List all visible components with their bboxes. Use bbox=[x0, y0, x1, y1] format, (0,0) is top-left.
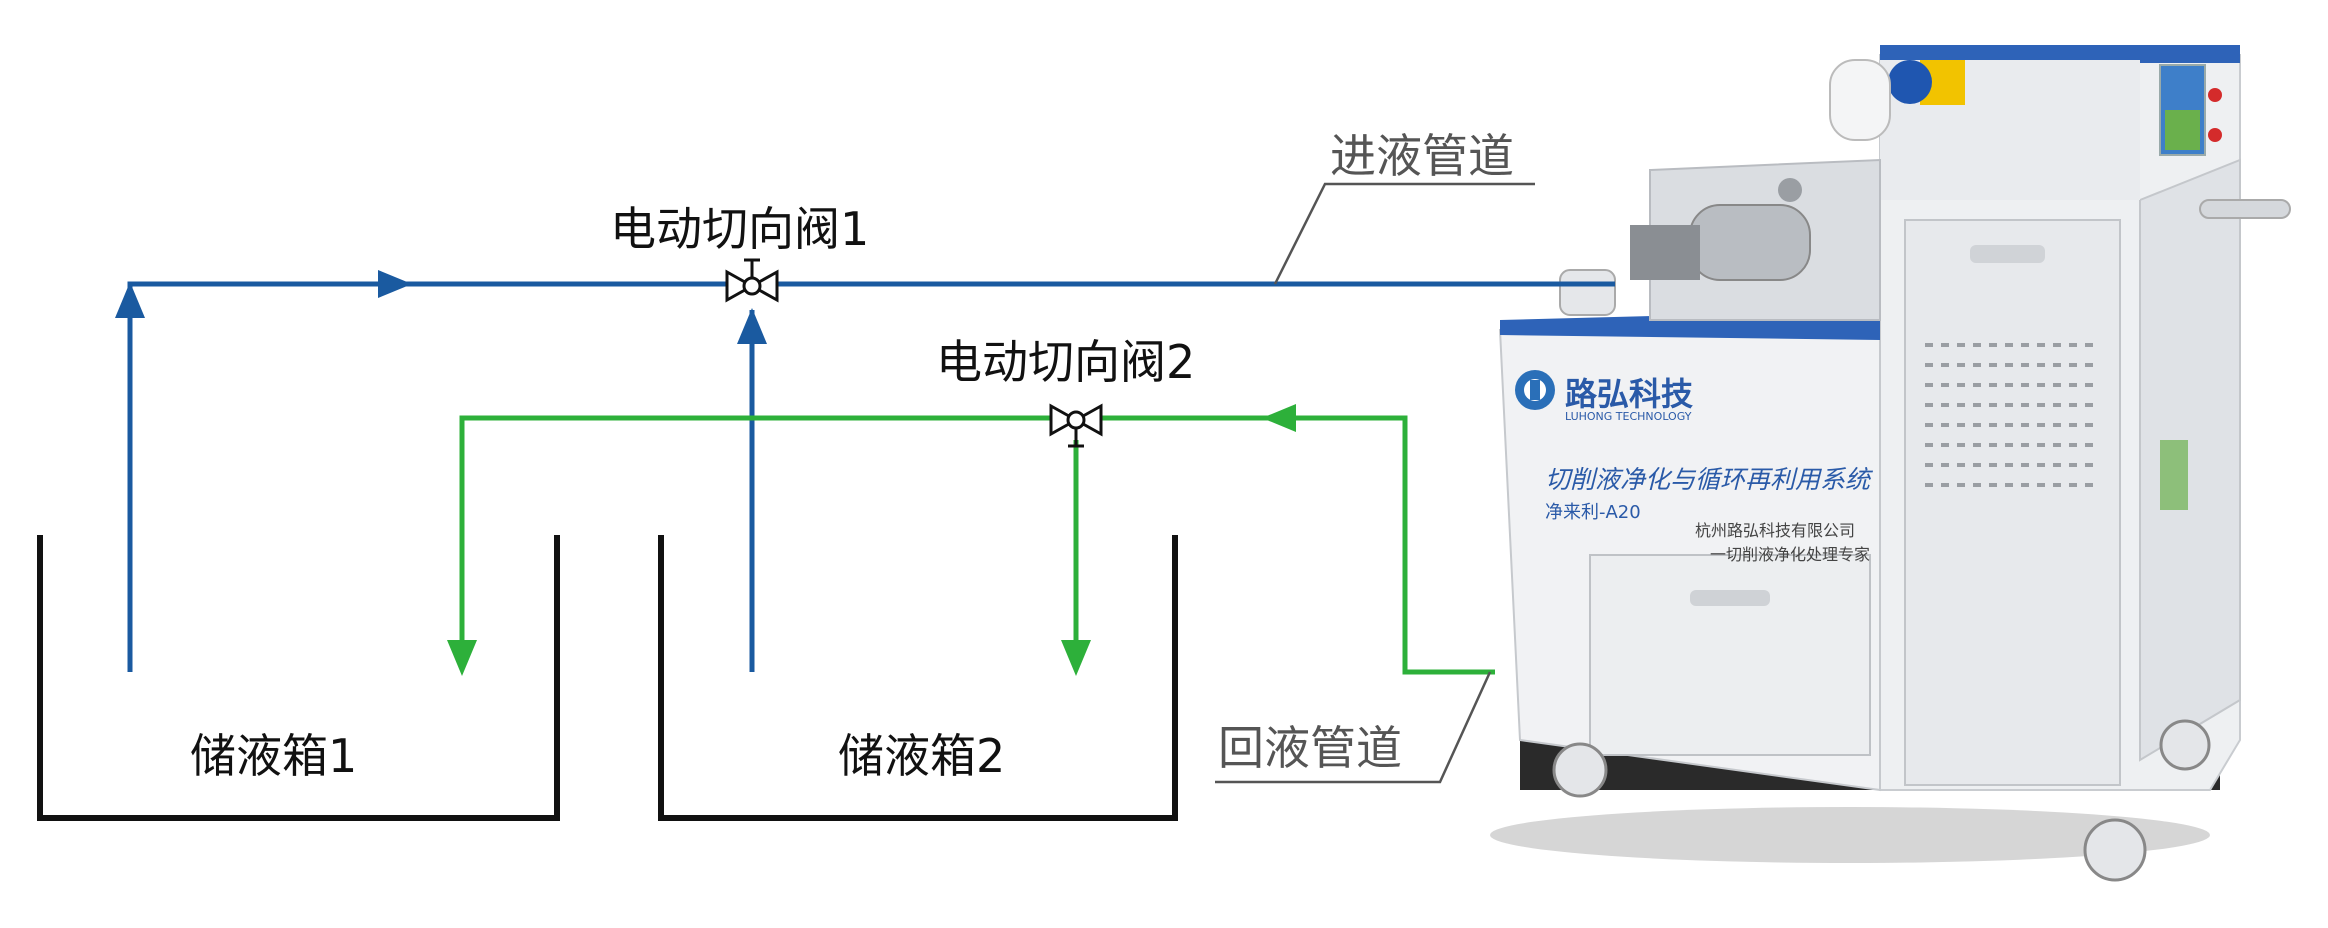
brand-name-en: LUHONG TECHNOLOGY bbox=[1565, 410, 1692, 423]
vent-grille bbox=[1920, 335, 2100, 495]
company-name: 杭州路弘科技有限公司 bbox=[1695, 521, 1855, 540]
brand-name: 路弘科技 bbox=[1565, 375, 1693, 413]
valve-1-label: 电动切向阀1 bbox=[610, 202, 869, 256]
tank-1-label: 储液箱1 bbox=[190, 729, 357, 783]
inlet-flow-arrows bbox=[115, 270, 767, 344]
brand-logo bbox=[1515, 370, 1555, 410]
company-slogan: 一切削液净化处理专家 bbox=[1710, 545, 1870, 564]
inlet-pipe-label: 进液管道 bbox=[1330, 129, 1514, 183]
tank-1 bbox=[37, 535, 560, 821]
system-name: 切削液净化与循环再利用系统 bbox=[1545, 465, 1874, 494]
return-flow-arrows bbox=[447, 404, 1296, 676]
motor bbox=[1630, 178, 1811, 281]
purification-machine: 路弘科技 LUHONG TECHNOLOGY 切削液净化与循环再利用系统 净来利… bbox=[1490, 45, 2291, 882]
model-name: 净来利-A20 bbox=[1545, 502, 1641, 523]
inlet-pipe-line bbox=[127, 281, 1615, 672]
valve-1-icon bbox=[725, 258, 779, 303]
return-pipe-line bbox=[459, 415, 1495, 675]
return-pipe-label: 回液管道 bbox=[1218, 721, 1402, 775]
tank-2 bbox=[658, 535, 1178, 821]
caster-wheels bbox=[1552, 719, 2211, 882]
valve-2-icon bbox=[1049, 403, 1103, 448]
inlet-pipe-leader bbox=[1273, 182, 1535, 285]
valve-2-label: 电动切向阀2 bbox=[936, 335, 1195, 389]
tank-2-label: 储液箱2 bbox=[838, 729, 1005, 783]
return-pipe-leader bbox=[1215, 671, 1492, 784]
